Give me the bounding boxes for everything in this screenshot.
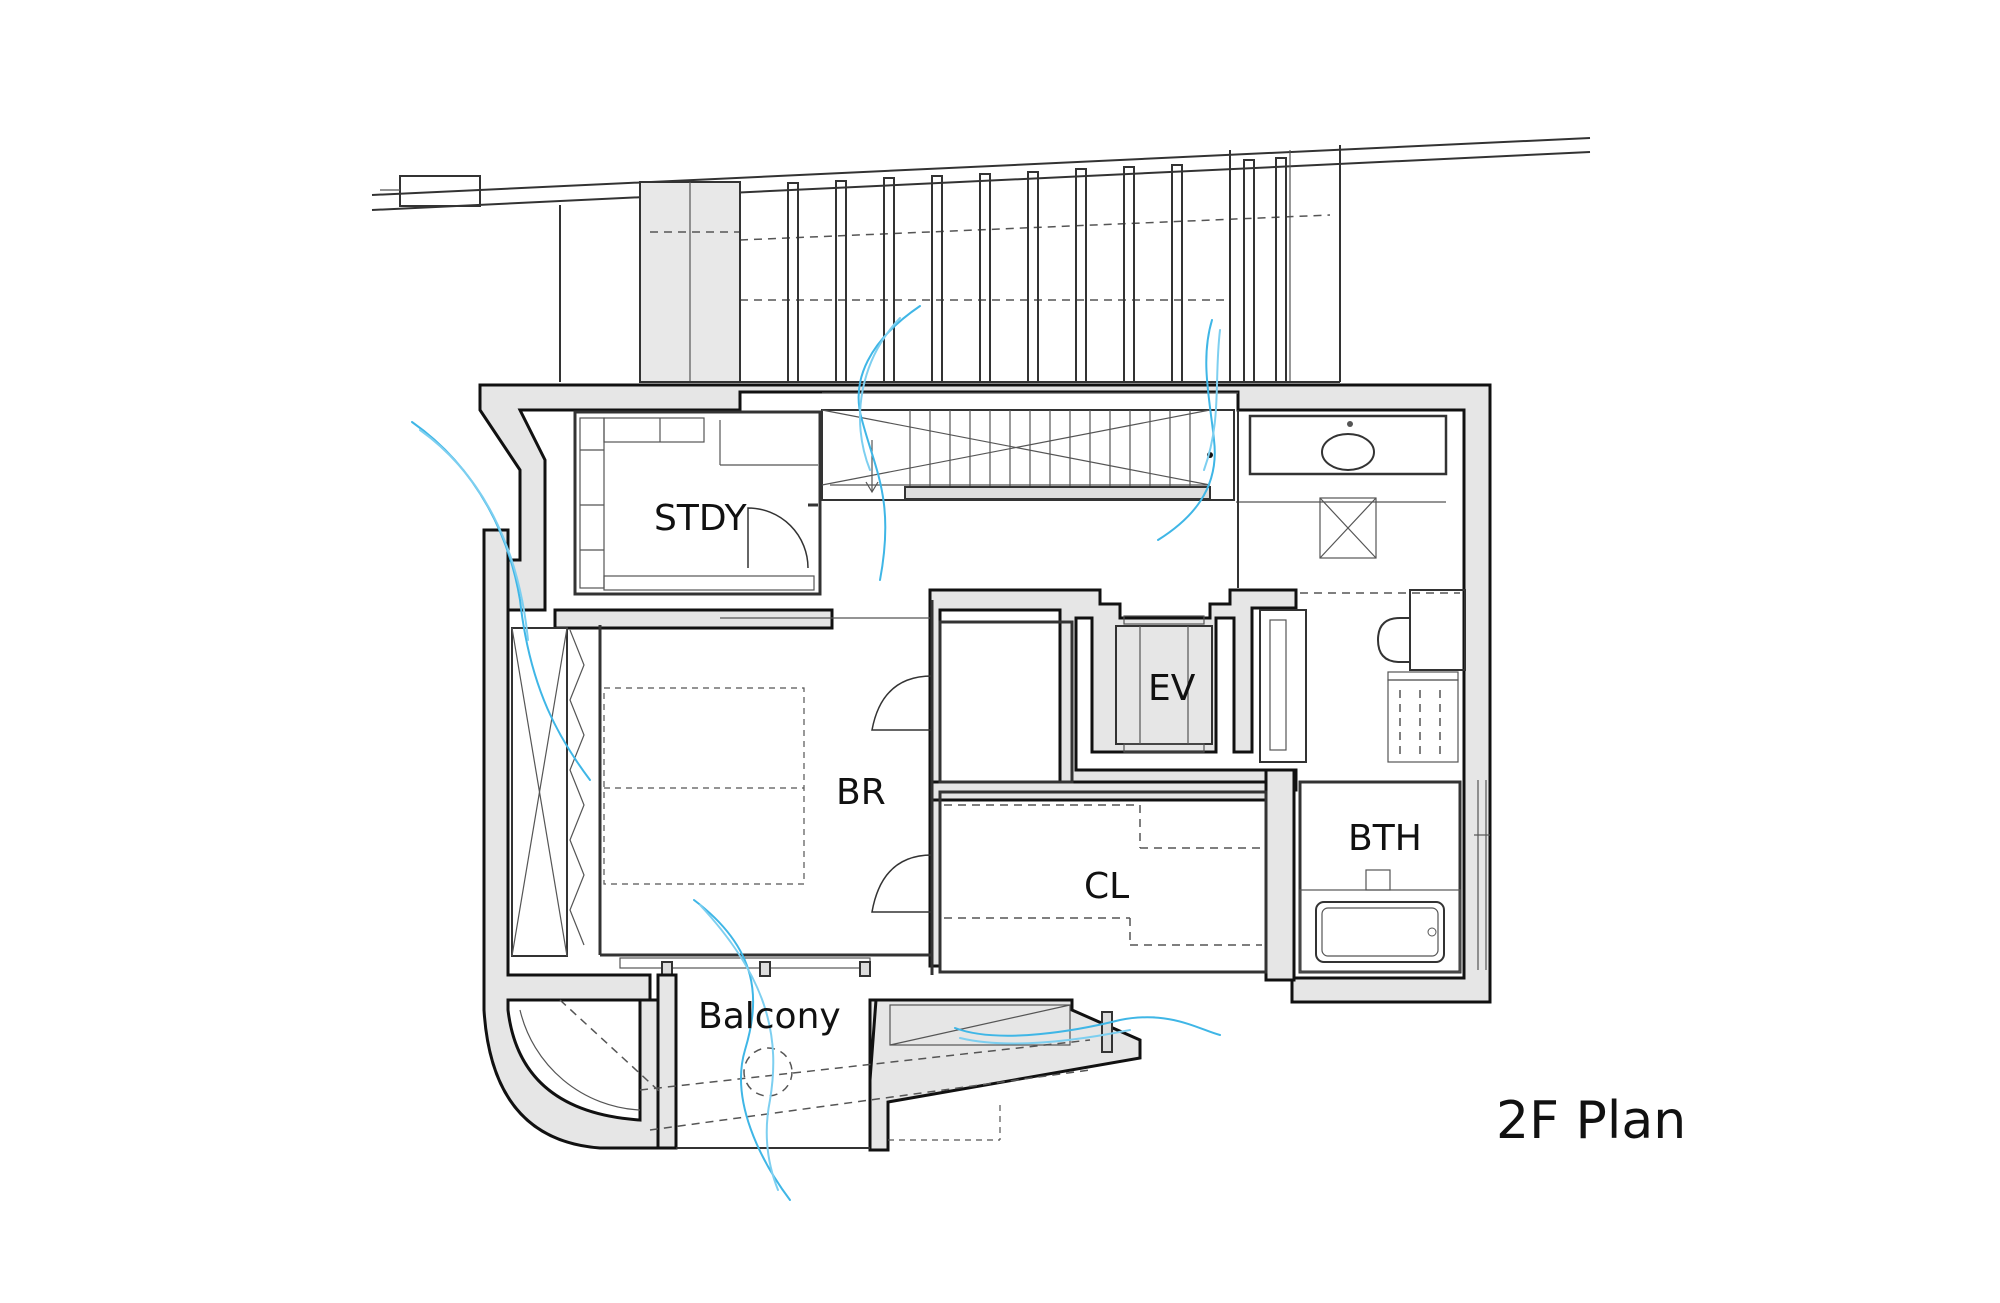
room-washroom <box>1236 410 1460 594</box>
room-bedroom <box>511 600 934 977</box>
label-bedroom: BR <box>836 772 886 813</box>
stair-hall <box>821 392 1238 501</box>
room-closet <box>938 790 1268 974</box>
room-study <box>573 410 822 596</box>
balcony <box>519 973 1142 1152</box>
label-study: STDY <box>654 498 748 539</box>
label-closet: CL <box>1084 866 1129 907</box>
room-elevator <box>1115 615 1213 753</box>
room-toilet <box>1259 589 1466 763</box>
label-elevator: EV <box>1148 668 1196 709</box>
roof-deck <box>371 137 1591 383</box>
airflow-lines <box>411 305 1221 1201</box>
plan-title: 2F Plan <box>1496 1091 1686 1151</box>
label-bath: BTH <box>1348 818 1422 859</box>
deck-slats <box>787 157 1287 383</box>
stair-treads <box>909 410 1191 490</box>
exterior-walls <box>478 383 1492 1150</box>
core-walls <box>928 588 1298 982</box>
room-bath <box>1298 780 1490 974</box>
label-balcony: Balcony <box>698 996 841 1037</box>
closet-upper <box>938 620 1074 784</box>
deck-box <box>399 175 481 207</box>
